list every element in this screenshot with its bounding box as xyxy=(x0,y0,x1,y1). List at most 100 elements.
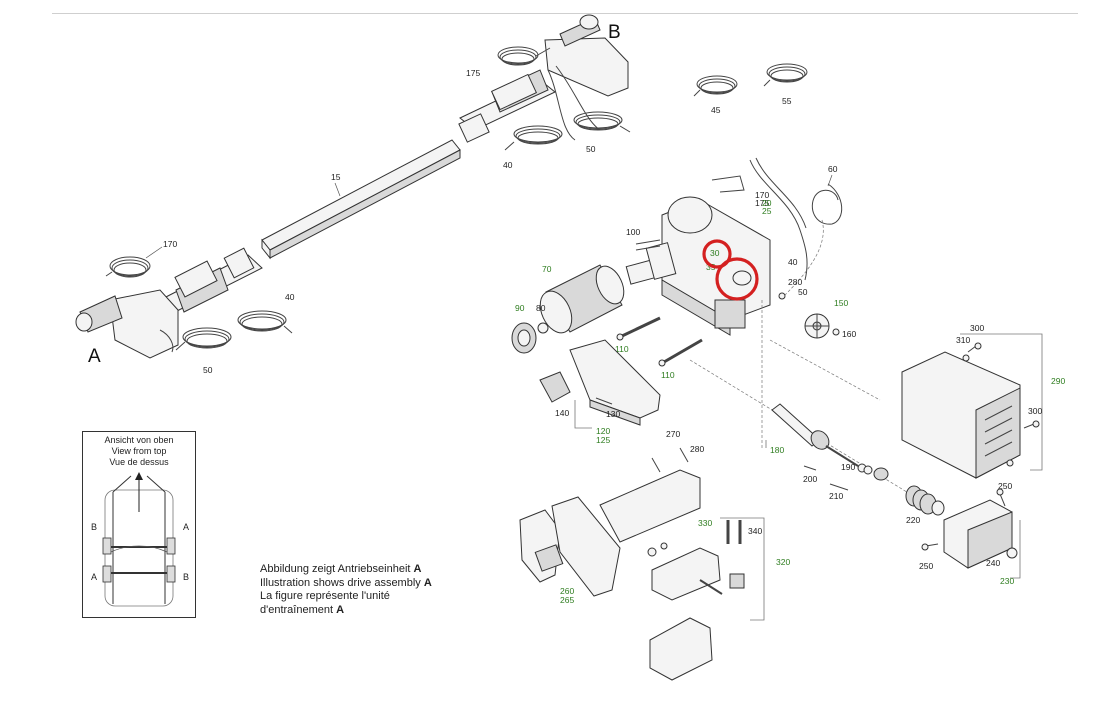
label-240: 240 xyxy=(986,558,1000,568)
label-100: 100 xyxy=(626,227,640,237)
screw-250-bottom[interactable] xyxy=(921,543,939,551)
coupling-part[interactable] xyxy=(732,270,752,286)
cable-coil-50-a[interactable] xyxy=(175,327,232,351)
label-180: 180 xyxy=(770,445,784,455)
bearing-190[interactable] xyxy=(873,467,889,481)
inset-drawing xyxy=(102,472,176,607)
cap-240[interactable] xyxy=(1006,547,1018,559)
label-280-frame: 280 xyxy=(690,444,704,454)
label-30: 30 xyxy=(710,248,720,258)
label-50-b: 50 xyxy=(586,144,596,154)
label-300-right: 300 xyxy=(1028,406,1042,416)
pin-210[interactable] xyxy=(829,483,849,491)
top-divider xyxy=(52,13,1078,14)
mounting-frame-260[interactable] xyxy=(519,469,701,597)
inset-title-de: Ansicht von oben xyxy=(104,435,174,445)
label-270: 270 xyxy=(666,429,680,439)
label-175-b: 175 xyxy=(466,68,480,78)
caption-line-de: Abbildung zeigt Antriebseinheit A xyxy=(260,563,422,575)
label-110-b: 110 xyxy=(661,370,675,380)
nut-280-top[interactable] xyxy=(778,292,786,300)
label-170-harness: 170 xyxy=(755,190,769,200)
label-280-top: 280 xyxy=(788,277,802,287)
highlight-circle-coupling xyxy=(715,257,759,301)
cable-coil-170-a[interactable] xyxy=(105,256,151,278)
label-assembly-a: A xyxy=(88,346,101,367)
cable-coil-45[interactable] xyxy=(693,75,738,97)
label-assembly-b: B xyxy=(608,22,621,43)
label-45: 45 xyxy=(711,105,721,115)
clamp-assembly-320[interactable] xyxy=(647,542,745,681)
cable-coil-55[interactable] xyxy=(763,63,808,87)
label-175-harness: 175 xyxy=(755,198,769,208)
label-330: 330 xyxy=(698,518,712,528)
spindle-180[interactable] xyxy=(771,403,859,467)
inset-label-left-bottom: A xyxy=(91,572,98,582)
cable-coil-50-b[interactable] xyxy=(573,111,631,133)
label-20: 20 xyxy=(762,198,772,208)
inset-label-right-bottom: B xyxy=(183,572,190,582)
label-290: 290 xyxy=(1051,376,1065,386)
label-40-harness: 40 xyxy=(788,257,798,267)
washer-80[interactable] xyxy=(537,322,549,334)
screw-200[interactable] xyxy=(803,465,817,471)
highlight-circle-30 xyxy=(702,239,732,269)
bolts-330[interactable] xyxy=(726,520,742,544)
label-340: 340 xyxy=(748,526,762,536)
mounting-bracket-120[interactable] xyxy=(569,339,661,426)
cable-coil-40-a[interactable] xyxy=(237,310,293,334)
caption-line-fr-1: La figure représente l'unité xyxy=(260,590,390,602)
label-220: 220 xyxy=(906,515,920,525)
caption: Abbildung zeigt Antriebseinheit A Illust… xyxy=(260,563,432,617)
cable-coil-175[interactable] xyxy=(497,46,551,66)
washer-310[interactable] xyxy=(962,354,970,362)
cover-290[interactable] xyxy=(901,351,1021,479)
label-310: 310 xyxy=(956,335,970,345)
label-90: 90 xyxy=(515,303,525,313)
label-160: 160 xyxy=(842,329,856,339)
label-50-a: 50 xyxy=(203,365,213,375)
cable-coil-40-b[interactable] xyxy=(504,125,563,151)
clamp-140[interactable] xyxy=(539,371,571,403)
end-cover-230[interactable] xyxy=(943,499,1013,569)
pin-100[interactable] xyxy=(635,239,661,251)
label-110-a: 110 xyxy=(615,344,629,354)
label-130: 130 xyxy=(606,409,620,419)
label-320: 320 xyxy=(776,557,790,567)
screw-160[interactable] xyxy=(832,328,840,336)
end-cap-90[interactable] xyxy=(511,322,537,354)
bolt-110-a[interactable] xyxy=(616,316,661,341)
label-125: 125 xyxy=(596,435,610,445)
wiring-harness[interactable] xyxy=(711,157,843,301)
inset-title-en: View from top xyxy=(111,446,167,456)
screw-300-top[interactable] xyxy=(967,342,982,353)
drive-roller-70[interactable] xyxy=(534,262,629,338)
inset-label-right-top: A xyxy=(183,522,190,532)
label-55: 55 xyxy=(782,96,792,106)
inset-label-left-top: B xyxy=(91,522,98,532)
label-120: 120 xyxy=(596,426,610,436)
worm-gear-220[interactable] xyxy=(905,485,945,516)
screw-250-top[interactable] xyxy=(996,488,1006,507)
label-140: 140 xyxy=(555,408,569,418)
motor-gearbox[interactable] xyxy=(625,196,771,336)
screw-270[interactable] xyxy=(651,447,689,473)
label-50-harness: 50 xyxy=(798,287,808,297)
label-200: 200 xyxy=(803,474,817,484)
screw-300-right[interactable] xyxy=(1023,420,1040,429)
label-250-top: 250 xyxy=(998,481,1012,491)
drive-unit-b[interactable] xyxy=(458,14,629,143)
label-80: 80 xyxy=(536,303,546,313)
label-210: 210 xyxy=(829,491,843,501)
cross-tube-15[interactable] xyxy=(261,139,461,260)
label-230: 230 xyxy=(1000,576,1014,586)
drive-unit-a[interactable] xyxy=(75,247,263,359)
label-150: 150 xyxy=(834,298,848,308)
caption-line-en: Illustration shows drive assembly A xyxy=(260,576,432,589)
fan-wheel-150[interactable] xyxy=(804,313,830,339)
screw-300-bottom[interactable] xyxy=(1006,459,1014,467)
bolt-110-b[interactable] xyxy=(658,338,703,367)
screw-130[interactable] xyxy=(595,397,613,405)
label-15: 15 xyxy=(331,172,341,182)
